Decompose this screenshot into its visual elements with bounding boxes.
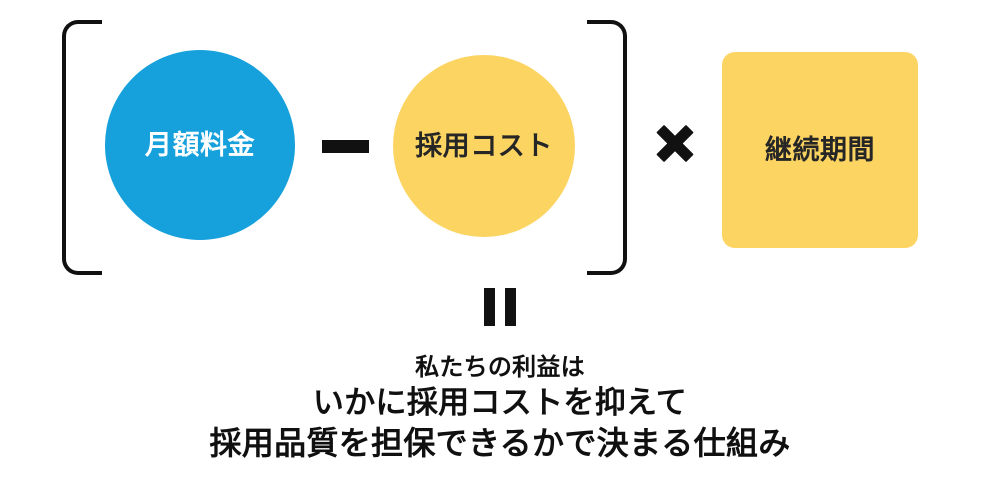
term-monthly-fee: 月額料金 — [105, 50, 295, 240]
caption-block: 私たちの利益は いかに採用コストを抑えて 採用品質を担保できるかで決まる仕組み — [0, 352, 1000, 464]
equals-operator-icon — [483, 288, 517, 326]
caption-line-2: いかに採用コストを抑えて — [312, 385, 688, 420]
term-duration-label: 継続期間 — [764, 134, 876, 165]
term-hiring-cost-label: 採用コスト — [415, 130, 553, 161]
bracket-group — [62, 20, 627, 275]
term-monthly-fee-label: 月額料金 — [144, 129, 256, 160]
bracket-right-icon — [587, 20, 627, 275]
caption-line-3: 採用品質を担保できるかで決まる仕組み — [209, 425, 791, 461]
term-hiring-cost: 採用コスト — [393, 55, 575, 237]
bracket-left-icon — [62, 20, 102, 275]
caption-line-1: 私たちの利益は — [415, 354, 585, 381]
multiply-operator-icon — [652, 120, 698, 166]
minus-operator-icon — [322, 140, 369, 153]
term-duration: 継続期間 — [722, 52, 918, 248]
equals-bar-right — [505, 288, 516, 326]
equals-bar-left — [484, 288, 495, 326]
